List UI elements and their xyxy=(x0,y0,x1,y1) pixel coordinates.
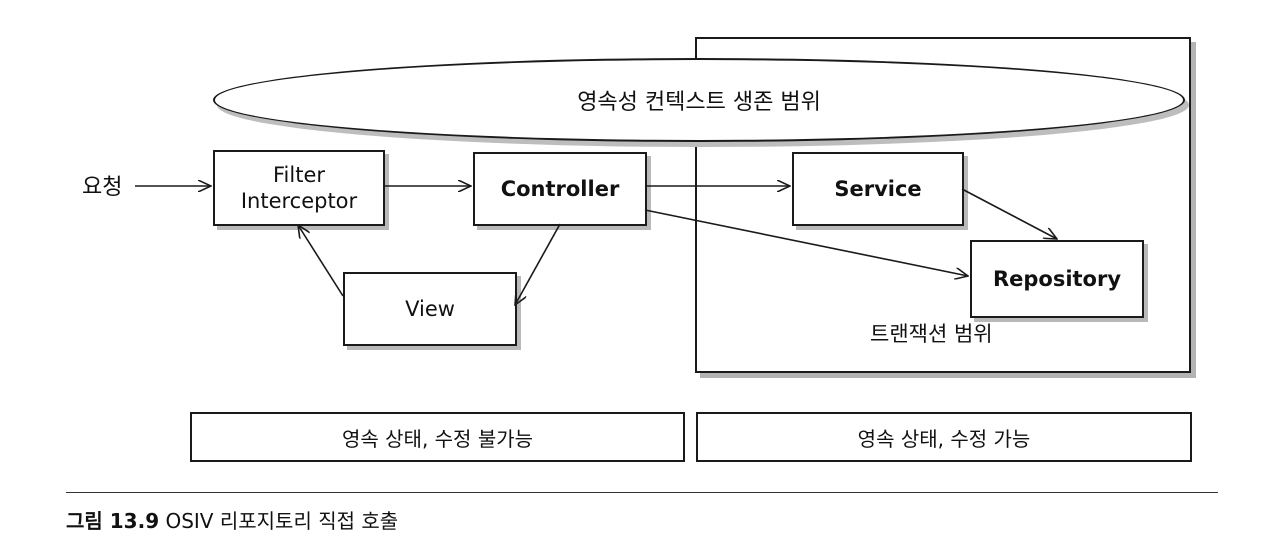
persistence-context-scope-ellipse: 영속성 컨텍스트 생존 범위 xyxy=(213,58,1185,142)
arrow-controller-to-repository xyxy=(644,209,968,276)
right-state-label: 영속 상태, 수정 가능 xyxy=(857,426,1031,451)
service-box: Service xyxy=(792,152,964,226)
figure-caption-text: OSIV 리포지토리 직접 호출 xyxy=(165,509,399,533)
view-label: View xyxy=(405,297,455,321)
request-label: 요청 xyxy=(82,175,123,200)
filter-interceptor-box: Filter Interceptor xyxy=(213,150,385,226)
view-box: View xyxy=(343,272,517,346)
interceptor-label: Interceptor xyxy=(240,189,358,213)
arrow-view-to-filter xyxy=(298,225,344,297)
persistence-scope-label: 영속성 컨텍스트 생존 범위 xyxy=(577,90,821,115)
filter-label: Filter xyxy=(272,163,325,187)
left-state-label: 영속 상태, 수정 불가능 xyxy=(341,426,534,451)
controller-label: Controller xyxy=(500,177,620,201)
repository-box: Repository xyxy=(970,240,1144,318)
figure-number: 그림 13.9 xyxy=(66,509,160,533)
left-state-box: 영속 상태, 수정 불가능 xyxy=(190,412,685,462)
arrow-service-to-repository xyxy=(961,188,1057,239)
transaction-scope-label: 트랜잭션 범위 xyxy=(870,322,993,346)
arrow-controller-to-view xyxy=(515,223,561,305)
caption-divider xyxy=(66,492,1218,493)
figure-caption: 그림 13.9 OSIV 리포지토리 직접 호출 xyxy=(66,505,398,534)
repository-label: Repository xyxy=(992,267,1122,291)
service-label: Service xyxy=(834,177,922,201)
right-state-box: 영속 상태, 수정 가능 xyxy=(696,412,1192,462)
